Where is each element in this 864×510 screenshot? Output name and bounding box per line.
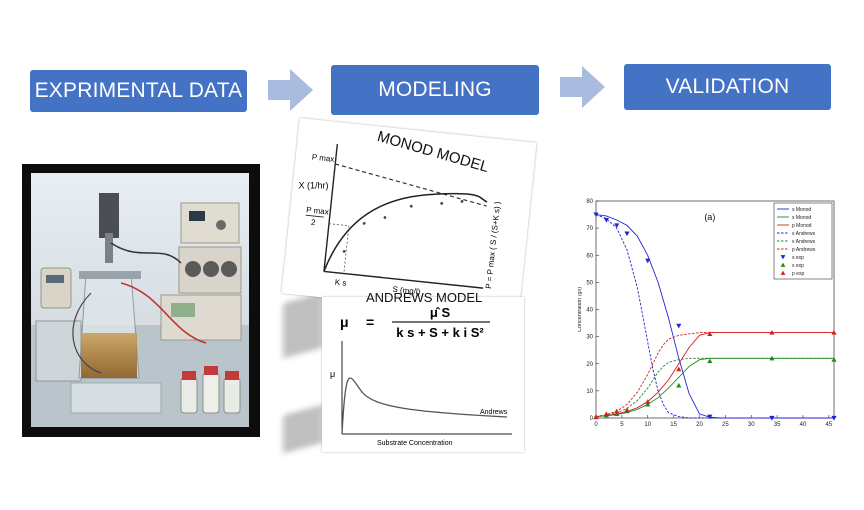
step-modeling: MODELING: [331, 65, 539, 115]
legend-swatch: [780, 255, 786, 260]
arrow-right-icon: [560, 66, 605, 108]
data-point-s-exp: [707, 414, 713, 420]
legend-swatch: [780, 270, 786, 275]
arrow-right-icon: [268, 69, 313, 111]
legend-label: x Andrews: [792, 239, 816, 245]
data-point-p-exp: [593, 414, 599, 419]
x-tick-label: 15: [670, 422, 677, 428]
legend-label: p Andrews: [792, 247, 816, 253]
chart-title: (a): [704, 212, 715, 222]
data-point-p-exp: [707, 331, 713, 336]
y-tick-label: 30: [586, 335, 593, 341]
card-shadow: [283, 404, 323, 454]
y-tick-label: 40: [586, 308, 593, 314]
data-point-x-exp: [831, 357, 837, 362]
x-tick-label: 0: [594, 422, 598, 428]
x-tick-label: 45: [825, 422, 832, 428]
andrews-curve-label: Andrews: [480, 409, 508, 416]
data-point-p-exp: [676, 366, 682, 372]
legend-label: p exp: [792, 271, 804, 277]
legend-label: s exp: [792, 255, 804, 261]
monod-mu-max-label: P max: [311, 153, 334, 164]
data-point-s-exp: [603, 217, 609, 223]
data-point-s-exp: [614, 223, 620, 229]
monod-y-label: X (1/hr): [299, 180, 329, 190]
legend-label: p Monod: [792, 223, 812, 229]
data-point-x-exp: [769, 355, 775, 361]
andrews-x-label: Substrate Concentration: [377, 440, 453, 447]
andrews-equation-lhs: μ: [340, 314, 349, 330]
y-tick-label: 80: [586, 199, 593, 205]
monod-graph: X (1/hr) P max P max 2 K s S (mg/l) P = …: [299, 144, 502, 297]
series-line-x-monod: [595, 357, 834, 418]
data-point-s-exp: [645, 258, 651, 264]
y-tick-label: 50: [586, 280, 593, 286]
data-point-x-exp: [676, 382, 682, 388]
y-tick-label: 0: [590, 416, 594, 422]
andrews-y-label: μ: [330, 369, 335, 379]
data-point-s-exp: [593, 212, 599, 218]
data-point-s-exp: [676, 323, 682, 329]
step-experimental-data: EXPRIMENTAL DATA: [30, 70, 247, 112]
series-line-p-monod: [595, 332, 834, 418]
x-tick-label: 30: [748, 422, 755, 428]
data-point-x-exp: [614, 411, 620, 417]
card-shadow: [283, 292, 323, 359]
step-label: EXPRIMENTAL DATA: [34, 79, 243, 102]
data-point-x-exp: [645, 401, 651, 407]
y-tick-label: 70: [586, 226, 593, 232]
data-point-p-exp: [603, 411, 609, 417]
data-point-p-exp: [831, 329, 837, 335]
series-line-p-andrews: [595, 332, 834, 418]
y-tick-label: 20: [586, 362, 593, 368]
bioreactor-photo-image: [31, 173, 249, 427]
andrews-equation-eq: =: [366, 314, 374, 330]
legend-label: x exp: [792, 263, 804, 269]
andrews-model-card: μ = μ̂ S k s + S + k i S² μ Andrews Subs…: [322, 297, 524, 452]
andrews-equation-denominator: k s + S + k i S²: [396, 325, 484, 340]
monod-model-card: X (1/hr) P max P max 2 K s S (mg/l) P = …: [281, 118, 537, 318]
x-tick-label: 25: [722, 422, 729, 428]
series-line-x-andrews: [595, 357, 834, 418]
data-point-p-exp: [624, 407, 630, 412]
y-axis-label: Concentration (g/l): [578, 287, 583, 332]
monod-half-label: 2: [311, 218, 317, 227]
step-label: MODELING: [378, 78, 492, 101]
monod-equation: P = P max ( S / (S+K s) ): [484, 201, 502, 290]
andrews-equation-numerator: μ̂ S: [430, 305, 451, 320]
bioreactor-photo: [22, 164, 260, 437]
legend-label: x Monod: [792, 215, 811, 221]
data-point-x-exp: [707, 358, 713, 364]
y-tick-label: 60: [586, 253, 593, 259]
andrews-graph: μ = μ̂ S k s + S + k i S² μ Andrews Subs…: [330, 305, 512, 447]
andrews-caption: ANDREWS MODEL: [366, 290, 483, 305]
x-tick-label: 10: [644, 422, 651, 428]
data-point-p-exp: [614, 408, 620, 414]
step-label: VALIDATION: [665, 75, 790, 98]
legend-label: s Andrews: [792, 231, 816, 237]
y-tick-label: 10: [586, 389, 593, 395]
data-point-s-exp: [769, 415, 775, 421]
data-point-s-exp: [831, 415, 837, 421]
x-tick-label: 35: [774, 422, 781, 428]
monod-ks-label: K s: [334, 278, 346, 288]
monod-s-axis-label: S (mg/l): [392, 285, 421, 297]
legend-label: s Monod: [792, 207, 811, 213]
data-point-s-exp: [624, 231, 630, 237]
data-point-p-exp: [645, 399, 651, 404]
x-tick-label: 40: [800, 422, 807, 428]
validation-chart-svg: 0 5 10 15 20 25 30 35 40 45 0 10 20 30 40 50 60 70 80Conce…: [577, 199, 837, 428]
x-tick-label: 20: [696, 422, 703, 428]
monod-mu-max-half-label: P max: [306, 205, 329, 216]
series-line-s-andrews: [595, 214, 834, 419]
x-tick-label: 5: [620, 422, 624, 428]
step-validation: VALIDATION: [624, 64, 831, 110]
data-point-p-exp: [769, 329, 775, 335]
legend-swatch: [780, 262, 786, 267]
